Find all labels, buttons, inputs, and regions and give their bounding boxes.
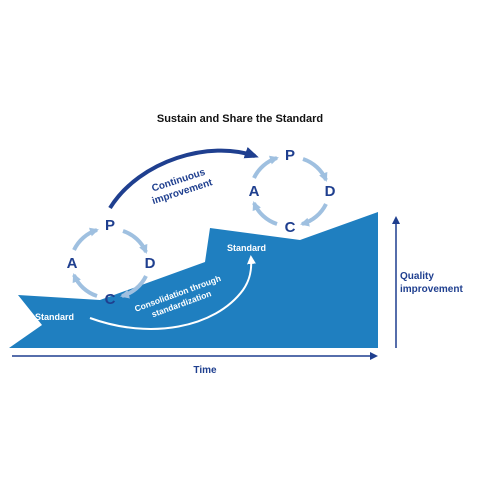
standard-label-low: Standard	[35, 312, 74, 322]
quality-label-line-2: improvement	[400, 284, 463, 295]
cycle-right-arrow-ca	[252, 201, 278, 226]
continuous-improvement-arrow	[108, 147, 259, 210]
cycle-left-check: C	[105, 291, 116, 308]
time-label: Time	[193, 365, 217, 376]
pdca-cycle-left: P D C A	[67, 217, 156, 308]
cycle-right-check: C	[285, 219, 296, 236]
cycle-right-do: D	[325, 183, 336, 200]
cycle-left-arrow-ap	[72, 227, 99, 251]
standard-label-high: Standard	[227, 243, 266, 253]
continuous-improvement-label: Continuous improvement	[150, 167, 214, 207]
cycle-left-arrow-dc	[120, 275, 148, 299]
cycle-right-arrow-dc	[300, 203, 328, 227]
cycle-left-arrow-pd	[122, 229, 148, 254]
quality-level-area	[9, 212, 378, 348]
quality-label-line-1: Quality	[400, 271, 434, 282]
cycle-right-plan: P	[285, 147, 295, 164]
pdca-cycle-right: P D C A	[249, 147, 336, 236]
cycle-right-arrow-pd	[302, 157, 328, 182]
cycle-right-arrow-ap	[252, 155, 279, 179]
cycle-left-plan: P	[105, 217, 115, 234]
consolidation-arrow	[89, 255, 256, 330]
cycle-left-act: A	[67, 255, 78, 272]
cycle-left-do: D	[145, 255, 156, 272]
diagram-title: Sustain and Share the Standard	[157, 113, 323, 125]
cycle-right-act: A	[249, 183, 260, 200]
cycle-left-arrow-ca	[72, 273, 98, 298]
